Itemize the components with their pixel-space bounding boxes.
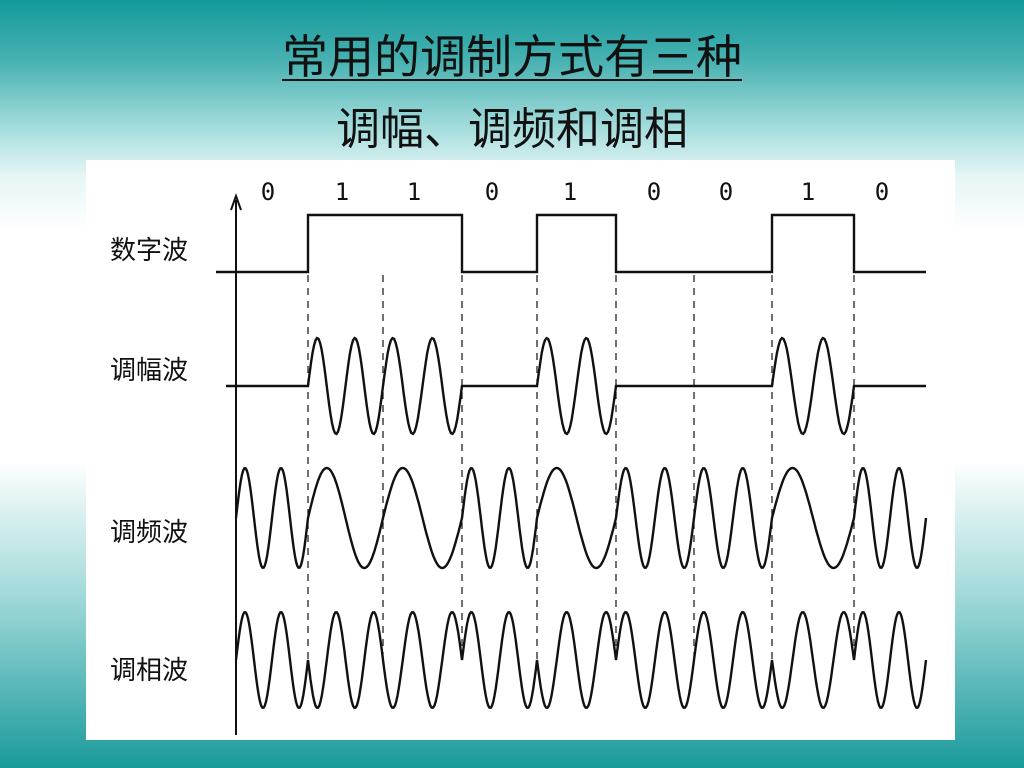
slide-title-text: 常用的调制方式有三种 (282, 30, 742, 84)
fm-wave (234, 466, 928, 570)
bit-label-4: 0 (484, 178, 500, 206)
bit-label-6: 0 (646, 178, 662, 206)
axis-arrow (230, 193, 242, 211)
bit-label-1: 0 (260, 178, 276, 206)
bit-label-8: 1 (800, 178, 816, 206)
label-fm-wave: 调频波 (110, 518, 189, 548)
bit-label-2: 1 (334, 178, 350, 206)
bit-label-9: 0 (874, 178, 890, 206)
slide-title: 常用的调制方式有三种 (0, 28, 1024, 86)
label-digital-wave: 数字波 (110, 236, 189, 266)
digital-wave (216, 213, 926, 274)
label-am-wave: 调幅波 (110, 356, 189, 386)
bit-label-5: 1 (562, 178, 578, 206)
pm-wave (234, 611, 928, 709)
waveform-diagram (216, 193, 928, 735)
bit-label-3: 1 (406, 178, 422, 206)
bit-label-7: 0 (718, 178, 734, 206)
label-pm-wave: 调相波 (110, 656, 189, 686)
slide-subtitle: 调幅、调频和调相 (336, 104, 688, 155)
am-wave (226, 336, 926, 436)
modulation-figure: 数字波 调幅波 调频波 调相波 0 1 1 0 1 0 0 1 0 (86, 160, 955, 740)
